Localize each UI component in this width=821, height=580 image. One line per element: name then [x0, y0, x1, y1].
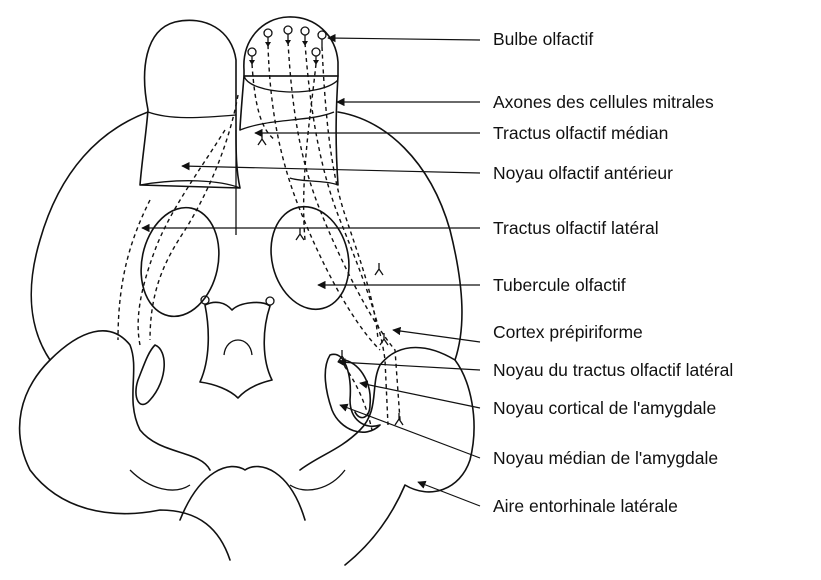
right-olfactory-tubercle [261, 198, 360, 317]
labels: Bulbe olfactif Axones des cellules mitra… [493, 29, 733, 516]
bottom-temporal-curve [180, 467, 305, 520]
label-noyau-median-amygdale: Noyau médian de l'amygdale [493, 448, 718, 468]
label-bulbe-olfactif: Bulbe olfactif [493, 29, 593, 49]
left-olfactory-tubercle [131, 200, 228, 323]
left-tract-crossline [148, 112, 236, 118]
leader-cortex [393, 330, 480, 342]
leader-noyau-anterieur [182, 166, 480, 173]
hemisphere-outline [20, 112, 474, 565]
central-structure [200, 302, 272, 398]
mitral-axons [118, 42, 400, 430]
right-temporal-arc [290, 470, 345, 490]
right-inner-lobe [300, 348, 455, 471]
axon-terminals [258, 133, 403, 425]
leader-noyau-cortical [360, 383, 480, 408]
label-aire-entorhinale-laterale: Aire entorhinale latérale [493, 496, 678, 516]
leader-aire-entorhinale [418, 482, 480, 506]
label-noyau-cortical-amygdale: Noyau cortical de l'amygdale [493, 398, 716, 418]
mitral-cells [248, 26, 326, 65]
label-axones-cellules-mitrales: Axones des cellules mitrales [493, 92, 714, 112]
right-amygdala-outer [325, 354, 380, 432]
central-arch [224, 340, 252, 355]
label-noyau-tractus-olfactif-lateral: Noyau du tractus olfactif latéral [493, 360, 733, 380]
left-amygdala [136, 345, 164, 404]
label-tubercule-olfactif: Tubercule olfactif [493, 275, 626, 295]
left-temporal-arc [130, 470, 190, 490]
label-tractus-olfactif-median: Tractus olfactif médian [493, 123, 668, 143]
right-aon-line [290, 178, 338, 185]
right-tract-crossline [240, 112, 334, 130]
left-olfactory-bulb [140, 20, 240, 188]
leader-lines [142, 38, 480, 506]
label-noyau-olfactif-anterieur: Noyau olfactif antérieur [493, 163, 673, 183]
left-inner-lobe [50, 331, 210, 470]
label-cortex-prepiriforme: Cortex prépiriforme [493, 322, 643, 342]
right-olfactory-bulb [244, 17, 338, 76]
right-small-circle [266, 297, 274, 305]
leader-bulbe [328, 38, 480, 40]
brain-outline [20, 17, 474, 565]
label-tractus-olfactif-lateral: Tractus olfactif latéral [493, 218, 659, 238]
